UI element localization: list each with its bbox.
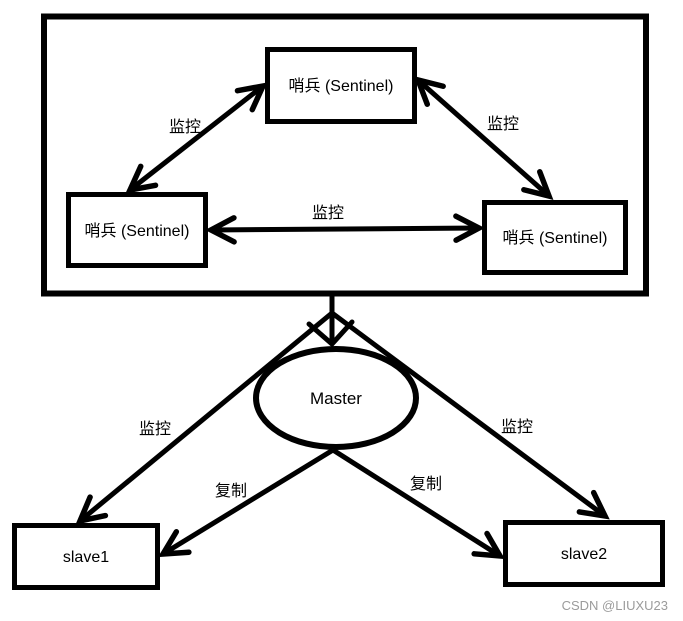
slave1-node: [12, 523, 160, 590]
edge-replicate-slave1-arrow: [157, 447, 335, 558]
master-node: [253, 346, 419, 450]
sentinel-right-node: [482, 200, 628, 275]
sentinel-left-label: 哨兵 (Sentinel): [85, 222, 190, 240]
edge-label-replicate-slave1: 复制: [215, 482, 247, 500]
edge-label-monitor-left-right: 监控: [312, 204, 344, 222]
edge-label-monitor-top-right: 监控: [487, 115, 519, 133]
sentinel-top-node: [265, 47, 417, 124]
csdn-watermark: CSDN @LIUXU23: [562, 598, 668, 613]
edge-monitor-slave2-arrow: [330, 310, 610, 520]
edge-monitor-slave1-arrow: [75, 311, 334, 525]
sentinel-cluster-container: [41, 13, 649, 297]
sentinel-top-label: 哨兵 (Sentinel): [289, 77, 394, 95]
edge-label-monitor-left-top: 监控: [169, 118, 201, 136]
master-label: Master: [310, 389, 362, 408]
slave2-node: [503, 520, 665, 587]
edge-label-monitor-slave2: 监控: [501, 418, 533, 436]
edge-monitor-left-top-arrow: [125, 82, 268, 194]
slave2-label: slave2: [561, 546, 607, 563]
edge-label-replicate-slave2: 复制: [410, 475, 442, 493]
sentinel-right-label: 哨兵 (Sentinel): [503, 229, 608, 247]
slave1-label: slave1: [63, 549, 109, 566]
edge-replicate-slave2-arrow: [331, 447, 506, 560]
edge-monitor-left-right-arrow: [205, 213, 485, 245]
edge-cluster-master-arrowhead: [306, 319, 355, 348]
edge-label-monitor-slave1: 监控: [139, 420, 171, 438]
sentinel-left-node: [66, 192, 208, 268]
edge-monitor-top-right-arrow: [413, 76, 554, 200]
